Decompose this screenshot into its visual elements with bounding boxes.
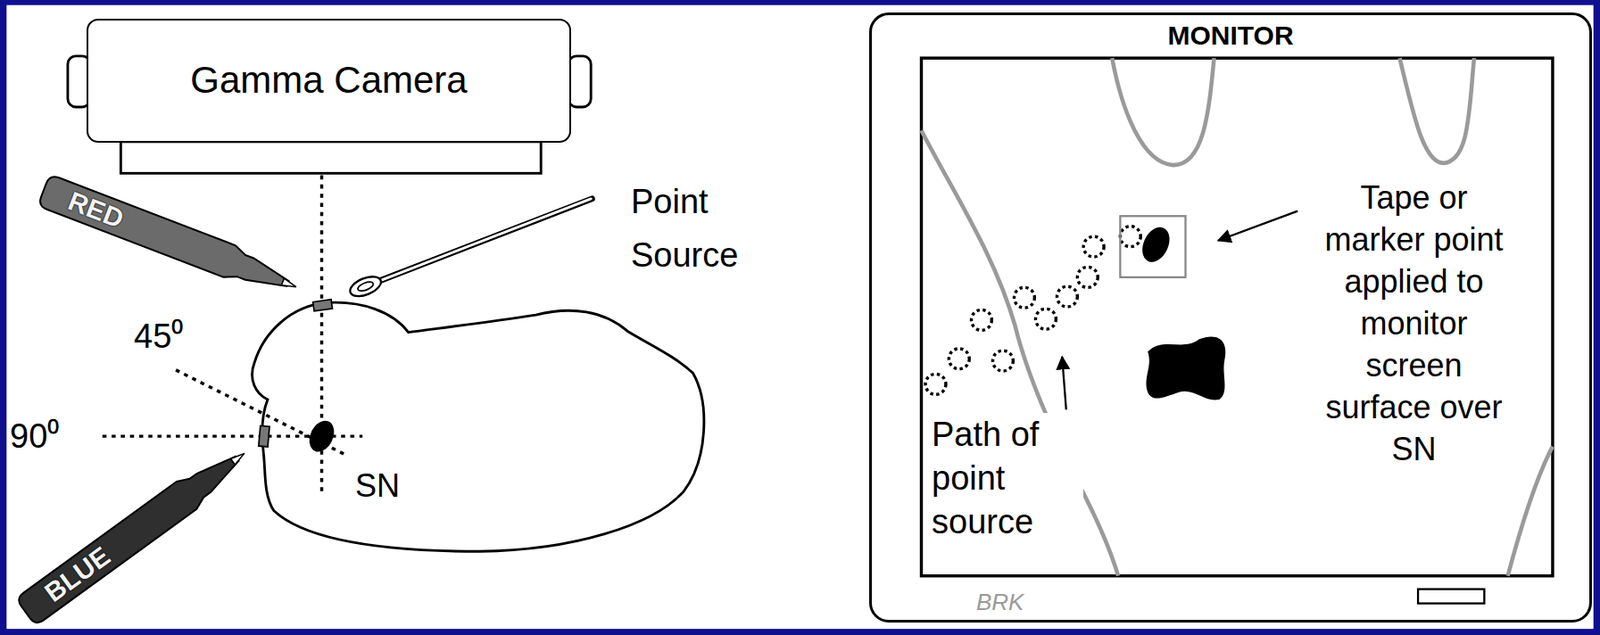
white-panel [6,5,1593,630]
source-position [1083,236,1104,257]
monitor-button [1417,589,1484,605]
path-callout: Path of point source [931,413,1084,545]
camera-handle [568,56,591,108]
marker-callout: Tape or marker point applied to monitor … [1317,176,1511,471]
point-source-tip [356,280,375,293]
pen-nib [230,450,247,465]
source-position [1036,308,1057,330]
collimator-plate [120,141,541,174]
sentinel-node-image [1136,223,1175,267]
author-initials: BRK [976,588,1024,616]
point-source-path [925,226,1141,396]
injection-site [1146,336,1227,400]
red-marker-pen: RED [33,170,304,306]
source-position [1119,226,1141,248]
source-position [993,350,1014,372]
leader-arrow [1061,356,1067,410]
point-source-label: Point Source [630,174,774,282]
sentinel-node [304,416,339,456]
oblique-dotted-line [175,370,348,456]
node-title: MONITOR [871,19,1590,52]
pen-nib [281,278,298,291]
source-position [948,348,970,370]
body-outline [252,302,705,552]
skin-marker [258,425,270,448]
source-position [1014,287,1036,308]
source-position [1077,266,1098,288]
skin-marker [313,299,333,312]
source-position [1057,286,1078,307]
node-title: Gamma Camera [190,58,467,102]
pen-body [37,174,294,299]
angle-label: 45⁰ [133,316,183,357]
point-source-stick [375,198,592,283]
pen-body [15,445,247,627]
monitor-screen [921,58,1553,577]
body-contour [1400,58,1475,164]
point-source-stick [375,198,591,283]
pen-shape [11,437,257,631]
blue-marker-pen: BLUE [11,437,257,631]
point-source-tip [347,273,384,301]
marker-box [1119,215,1186,278]
body-contour [1111,58,1214,166]
source-position [971,309,993,331]
body-contour [1508,447,1553,577]
angle-label: 90⁰ [9,416,59,456]
gamma-camera: Gamma Camera [86,18,572,143]
leader-arrow [1218,211,1298,241]
source-position [925,373,946,395]
body-contour [921,130,1120,576]
sentinel-node-label: SN [355,467,400,506]
